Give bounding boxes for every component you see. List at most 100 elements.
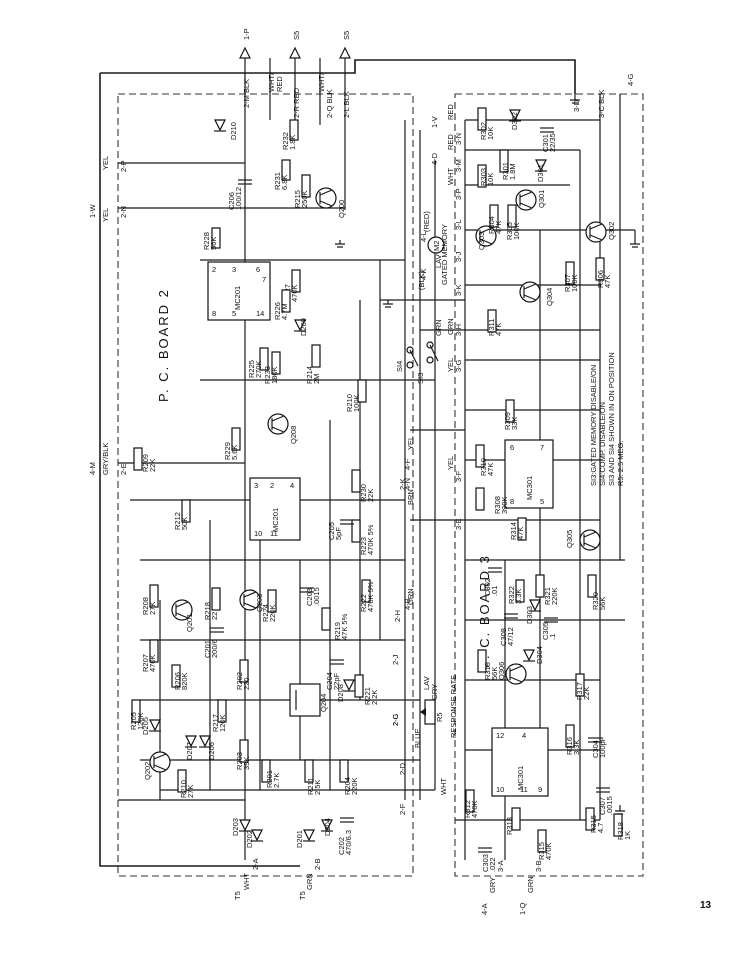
svg-text:2.2K: 2.2K: [370, 690, 379, 705]
svg-text:MC201: MC201: [271, 508, 280, 532]
svg-text:R205: R205: [129, 712, 138, 730]
svg-text:Q306: Q306: [497, 662, 506, 680]
svg-text:3-B: 3-B: [534, 860, 543, 872]
svg-text:180K: 180K: [270, 366, 279, 384]
svg-text:GRN: GRN: [434, 319, 443, 336]
svg-text:D304: D304: [535, 646, 544, 664]
svg-text:WHT: WHT: [242, 873, 251, 890]
svg-text:5: 5: [232, 309, 236, 318]
svg-text:3-D: 3-D: [572, 99, 581, 112]
svg-text:6.8K: 6.8K: [280, 175, 289, 190]
svg-text:220K: 220K: [268, 604, 277, 622]
svg-text:D207: D207: [185, 742, 194, 760]
svg-text:47K: 47K: [516, 527, 525, 540]
svg-text:R315: R315: [589, 815, 598, 833]
svg-text:7: 7: [262, 275, 266, 284]
svg-text:GRY/BLK: GRY/BLK: [101, 443, 110, 475]
svg-text:3-K: 3-K: [454, 284, 463, 296]
svg-text:D206: D206: [207, 742, 216, 760]
svg-text:27K: 27K: [148, 602, 157, 615]
svg-text:.01: .01: [490, 586, 499, 596]
svg-text:RED: RED: [446, 104, 455, 120]
svg-text:R319: R319: [483, 662, 492, 680]
svg-text:1-W: 1-W: [88, 203, 97, 218]
switch-si4: SI4: [395, 346, 419, 372]
svg-text:D301: D301: [536, 164, 545, 182]
svg-text:4-M: 4-M: [88, 462, 97, 475]
svg-text:Q203: Q203: [255, 594, 264, 612]
transistor-q302: Q302: [585, 221, 616, 243]
transistor-q306: Q306: [497, 662, 527, 685]
svg-text:3-J: 3-J: [454, 251, 463, 262]
svg-text:C303: C303: [481, 854, 490, 872]
svg-text:2-R RED: 2-R RED: [292, 87, 301, 118]
svg-text:5.6K: 5.6K: [230, 445, 239, 460]
svg-text:R203: R203: [235, 752, 244, 770]
capacitors: C206 100/12 C205 5pF C203 .0015 C201 200…: [203, 127, 614, 872]
svg-text:4-N: 4-N: [403, 478, 412, 490]
svg-text:R305: R305: [505, 222, 514, 240]
svg-text:10: 10: [254, 529, 262, 538]
svg-text:R304: R304: [487, 216, 496, 234]
svg-text:D210: D210: [229, 122, 238, 140]
svg-text:27K: 27K: [186, 785, 195, 798]
svg-text:250K: 250K: [300, 190, 309, 208]
transistor-q208: Q208: [267, 413, 298, 444]
svg-text:2.5K: 2.5K: [313, 780, 322, 795]
svg-text:1-Q: 1-Q: [518, 902, 527, 915]
svg-text:R217: R217: [211, 714, 220, 732]
svg-text:2-D: 2-D: [398, 762, 407, 775]
ic-mc201-b: MC201 3 2 4 10 11: [249, 477, 301, 541]
svg-text:4-B: 4-B: [403, 598, 412, 610]
interboard-wire-labels: 4-K 4-L 4-N 4-B 4-F 2-K 2-H 2-J 2-C 2-G …: [391, 211, 448, 815]
svg-text:R225: R225: [247, 360, 256, 378]
svg-text:5: 5: [540, 497, 544, 506]
svg-text:R215: R215: [293, 190, 302, 208]
svg-text:LAV: LAV: [422, 676, 431, 690]
svg-text:R210: R210: [345, 394, 354, 412]
svg-text:100pF: 100pF: [598, 736, 607, 758]
svg-text:C201: C201: [203, 640, 212, 658]
svg-text:47K: 47K: [486, 463, 495, 476]
svg-text:R5: R5: [435, 712, 444, 722]
svg-text:Q301: Q301: [537, 190, 546, 208]
svg-text:270K: 270K: [254, 360, 263, 378]
svg-text:D204: D204: [323, 818, 332, 836]
svg-text:3-P: 3-P: [454, 188, 463, 200]
svg-text:200/6: 200/6: [210, 639, 219, 658]
svg-text:R307: R307: [563, 274, 572, 292]
svg-text:22K: 22K: [148, 459, 157, 472]
svg-text:SI3 AND SI4 SHOWN IN ON POSITI: SI3 AND SI4 SHOWN IN ON POSITION: [607, 352, 616, 486]
svg-text:WHT/: WHT/: [317, 72, 326, 92]
ic-mc301-a: MC301 6 7 8 5: [504, 439, 554, 509]
svg-text:2-L BLK: 2-L BLK: [342, 91, 351, 118]
svg-text:R5: 2.5 MEG.: R5: 2.5 MEG.: [616, 441, 625, 486]
svg-text:Q208: Q208: [289, 426, 298, 444]
svg-text:D209: D209: [299, 318, 308, 336]
svg-text:3.3K: 3.3K: [514, 589, 523, 604]
svg-text:R223: R223: [359, 537, 368, 555]
svg-text:R320: R320: [591, 592, 600, 610]
svg-text:R317: R317: [575, 682, 584, 700]
svg-text:3-L: 3-L: [454, 219, 463, 230]
svg-text:470K 5%: 470K 5%: [366, 524, 375, 555]
svg-text:T5: T5: [233, 891, 242, 900]
svg-text:BLUE: BLUE: [413, 728, 422, 748]
svg-text:56K: 56K: [490, 667, 499, 680]
svg-text:2-B: 2-B: [313, 858, 322, 870]
svg-text:YEL: YEL: [406, 436, 415, 450]
svg-text:R230: R230: [359, 484, 368, 502]
svg-text:39K: 39K: [242, 757, 251, 770]
svg-text:YEL: YEL: [101, 156, 110, 170]
svg-text:Q204: Q204: [319, 694, 328, 712]
svg-text:9: 9: [538, 785, 542, 794]
svg-text:2-J: 2-J: [391, 654, 400, 665]
svg-text:22K: 22K: [582, 687, 591, 700]
svg-text:100K: 100K: [570, 274, 579, 292]
svg-text:C206: C206: [227, 192, 236, 210]
svg-text:120K: 120K: [218, 714, 227, 732]
board-3-title: P. C. BOARD 3: [477, 554, 492, 668]
svg-text:2-M BLK: 2-M BLK: [242, 79, 251, 108]
svg-text:4: 4: [522, 731, 526, 740]
